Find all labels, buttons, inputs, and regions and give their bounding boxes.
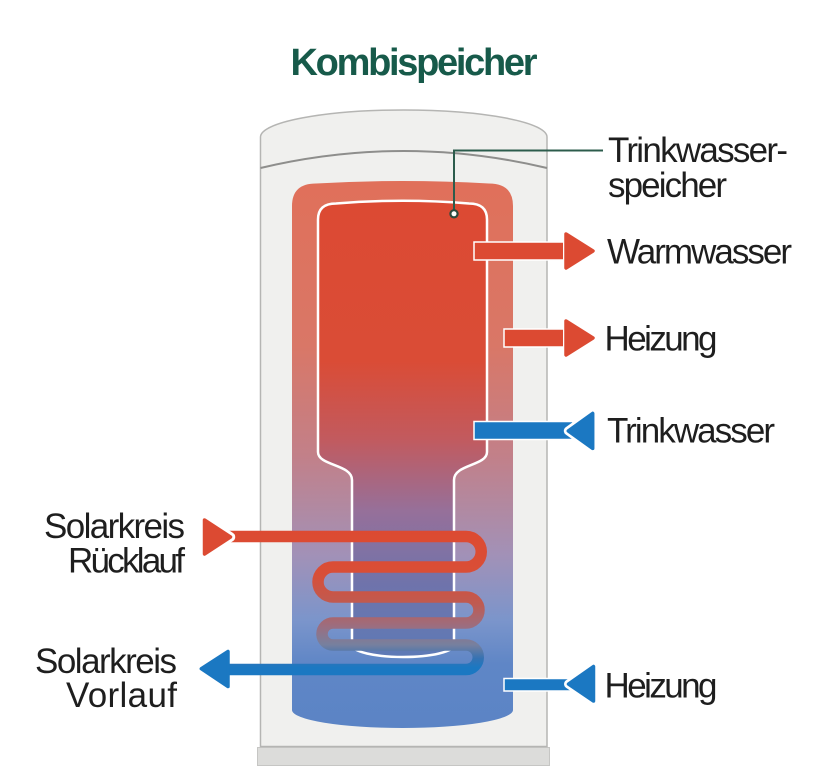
svg-text:Kombispeicher: Kombispeicher: [291, 42, 538, 84]
svg-text:Trinkwasser-: Trinkwasser-: [608, 131, 788, 170]
svg-text:Vorlauf: Vorlauf: [66, 676, 177, 715]
svg-text:Solarkreis: Solarkreis: [44, 507, 185, 546]
svg-text:Trinkwasser: Trinkwasser: [607, 412, 775, 451]
svg-text:Heizung: Heizung: [605, 320, 718, 359]
svg-text:speicher: speicher: [608, 166, 727, 205]
svg-text:Rücklauf: Rücklauf: [68, 542, 185, 581]
svg-text:Solarkreis: Solarkreis: [35, 642, 177, 681]
svg-text:Heizung: Heizung: [605, 667, 718, 706]
svg-text:Warmwasser: Warmwasser: [607, 233, 792, 272]
